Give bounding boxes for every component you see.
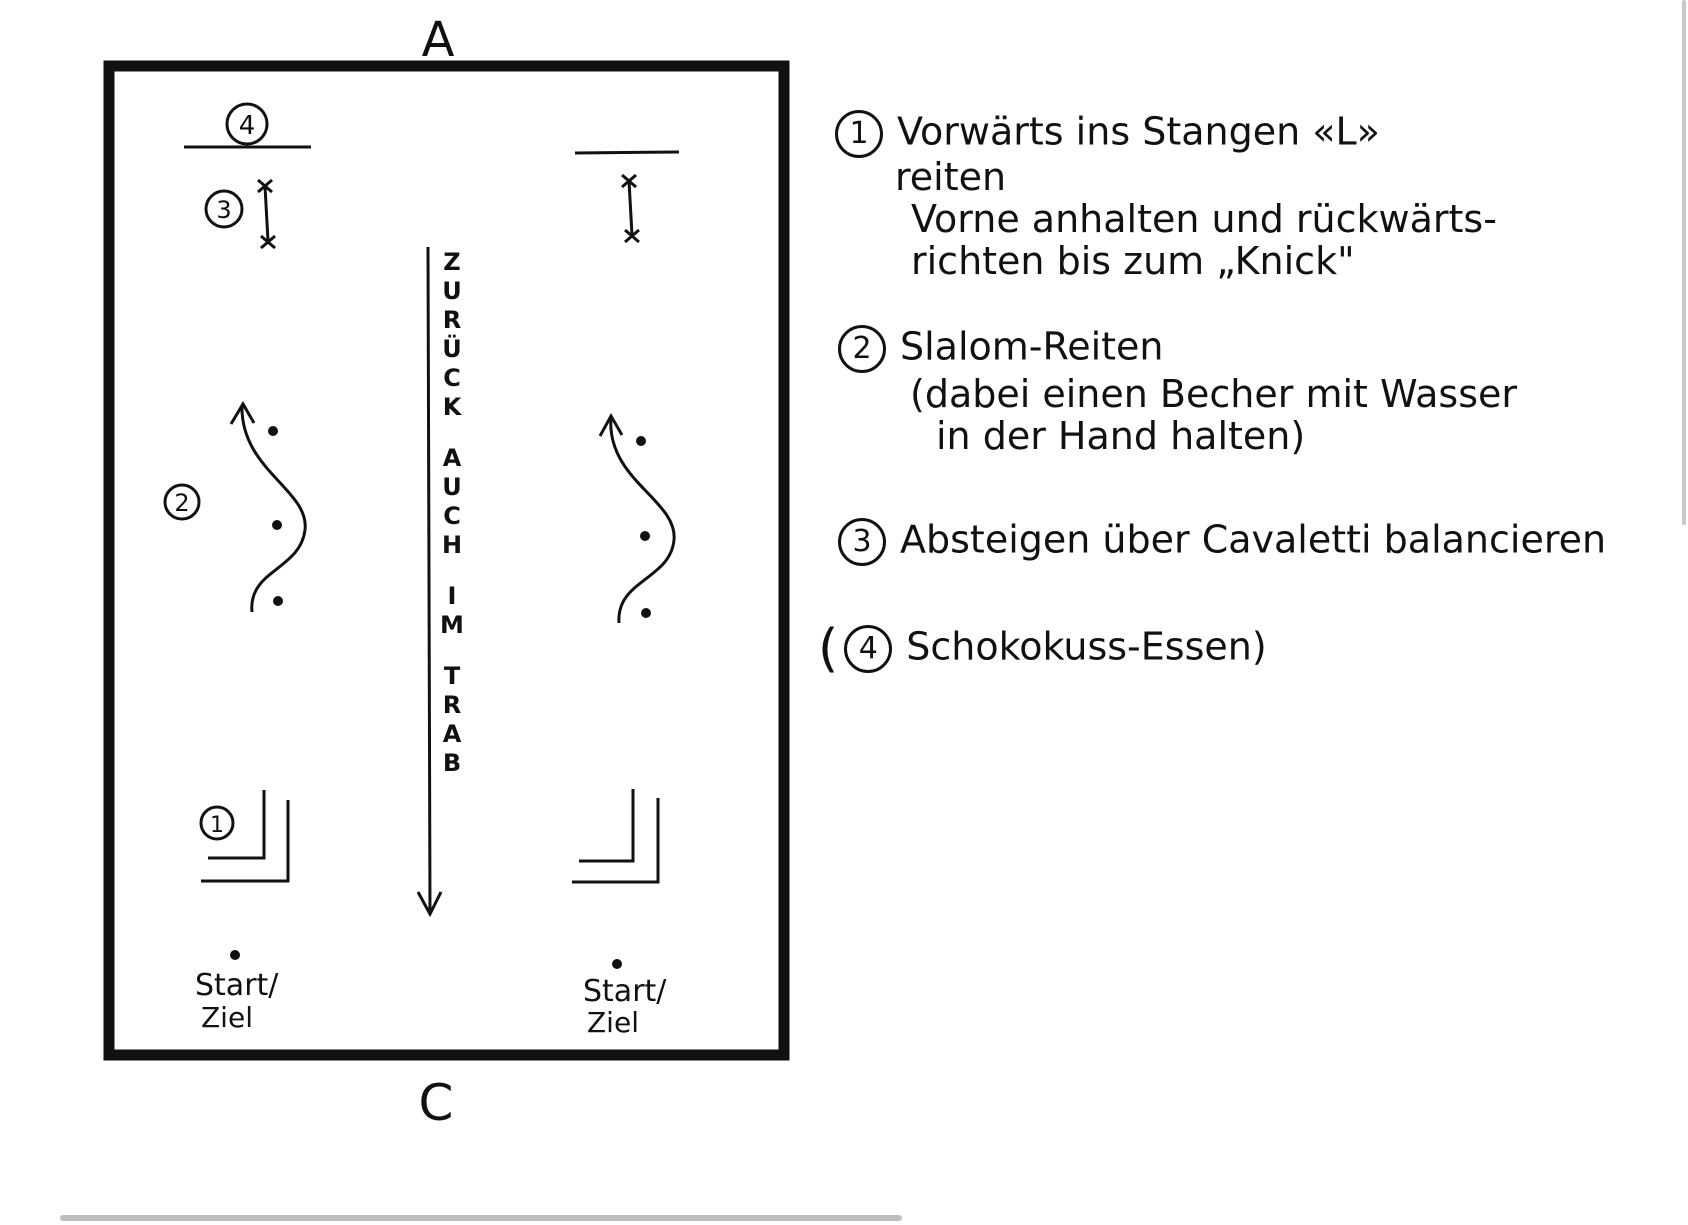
legend-4-line1: Schokokuss-Essen) (906, 624, 1267, 669)
ziel-label-right: Ziel (587, 1006, 639, 1039)
legend-3-number: 3 (838, 518, 886, 566)
legend-2-number: 2 (838, 325, 886, 373)
vertical-letter: I (448, 582, 457, 610)
station-1-left: 1 (199, 790, 290, 883)
legend-4-number: 4 (844, 625, 893, 673)
legend-1-number: 1 (835, 110, 883, 158)
station-1-number: 1 (210, 813, 224, 838)
station-4-right-line (574, 150, 680, 155)
legend-2-line1: Slalom-Reiten (900, 324, 1164, 369)
vertical-letter: M (440, 611, 464, 639)
vertical-letter: C (443, 502, 461, 530)
station-3-left: 3 (204, 178, 276, 250)
legend-1-line2: reiten (895, 155, 1007, 199)
station-1-right (572, 789, 660, 884)
legend-item-2: 2 Slalom-Reiten (dabei einen Becher mit W… (838, 325, 1517, 457)
vertical-letter: T (444, 662, 461, 690)
vertical-letter: R (443, 691, 461, 719)
legend-2-line3: in der Hand halten) (936, 414, 1306, 458)
start-label-right: Start/ (583, 974, 667, 1009)
horizontal-scrollbar[interactable] (60, 1215, 902, 1221)
vertical-letter: U (442, 277, 462, 305)
start-ziel-left: Start/ Ziel (195, 950, 279, 1034)
vertical-letter: Ü (442, 333, 462, 363)
vertical-scrollbar[interactable] (1682, 0, 1686, 525)
letter-c: C (419, 1074, 454, 1132)
legend-3-line1: Absteigen über Cavaletti balancieren (900, 517, 1607, 562)
station-3-right (621, 173, 640, 244)
legend-1-line3: Vorne anhalten und rückwärts- (911, 197, 1497, 241)
station-4-number: 4 (239, 111, 256, 141)
ziel-label-left: Ziel (201, 1001, 253, 1034)
vertical-letter: A (443, 720, 462, 748)
station-2-left: 2 (163, 401, 307, 613)
start-label-left: Start/ (195, 968, 279, 1003)
station-3-number: 3 (216, 196, 231, 224)
station-4-left: 4 (184, 102, 311, 149)
vertical-letter: A (443, 444, 462, 472)
center-arrow (416, 246, 443, 918)
vertical-letter: C (443, 364, 461, 392)
vertical-letter: H (442, 531, 462, 559)
start-ziel-right: Start/ Ziel (583, 959, 667, 1039)
vertical-letter: B (443, 749, 461, 777)
vertical-letter: K (443, 393, 463, 421)
arena-border (103, 60, 790, 1061)
legend-4-open-paren: ( (818, 619, 839, 679)
station-2-number: 2 (174, 489, 189, 517)
station-2-right (598, 412, 676, 624)
legend-item-1: 1 Vorwärts ins Stangen «L» reiten Vorne a… (835, 110, 1497, 282)
legend-1-line1: Vorwärts ins Stangen «L» (897, 109, 1380, 154)
legend-item-3: 3 Absteigen über Cavaletti balancieren (838, 518, 1606, 566)
legend-1-line4: richten bis zum „Knick" (911, 239, 1355, 283)
vertical-letter: R (443, 306, 461, 334)
legend-2-line2: (dabei einen Becher mit Wasser (910, 372, 1518, 416)
vertical-letter: Z (443, 248, 460, 276)
letter-a: A (422, 12, 455, 68)
vertical-letter: U (442, 473, 462, 501)
